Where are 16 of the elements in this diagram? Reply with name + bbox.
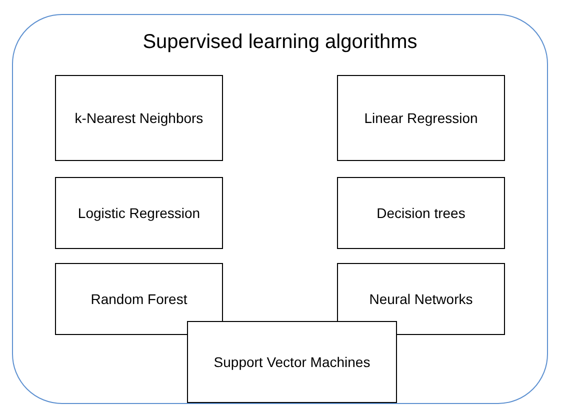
algorithm-box [337,263,505,335]
box-label: Decision trees [376,205,466,221]
algorithm-box [337,177,505,249]
algorithm-box [187,321,397,403]
box-label: Random Forest [90,291,188,307]
box-label: Support Vector Machines [212,354,372,370]
container-title: Supervised learning algorithms [142,31,418,54]
box-label: Linear Regression [363,110,479,126]
algorithm-box [55,177,223,249]
algorithm-box [55,75,223,161]
box-label: Logistic Regression [76,205,202,221]
algorithm-box [55,263,223,335]
algorithm-box [337,75,505,161]
box-label: Neural Networks [368,291,474,307]
rounded-container [12,14,548,404]
box-label: k-Nearest Neighbors [74,110,204,126]
